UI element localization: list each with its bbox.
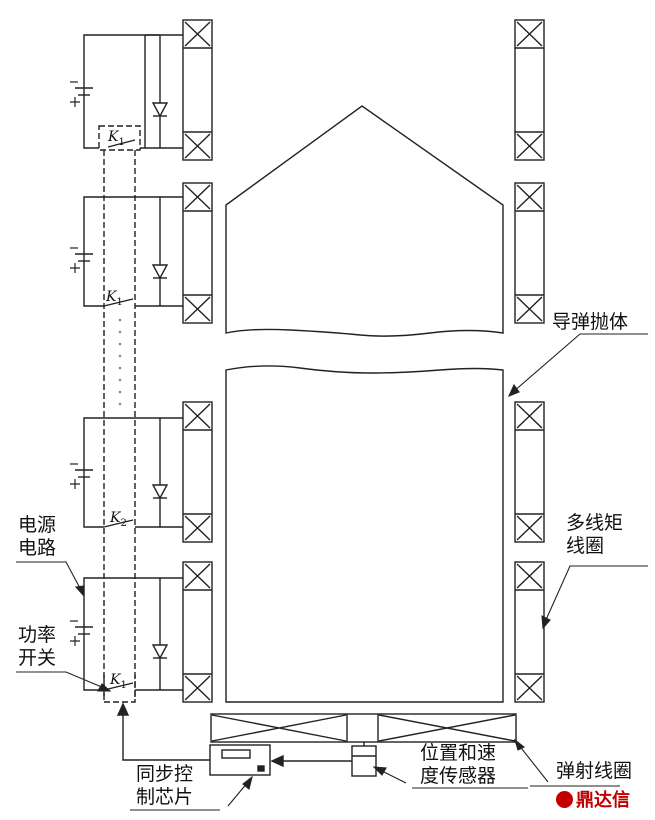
projectile-lower: [225, 365, 504, 703]
label-sync-chip: 同步控 制芯片: [136, 763, 194, 808]
label-power-circuit: 电源 电路: [18, 514, 57, 559]
position-sensor: [351, 742, 377, 777]
coil-right-4: [514, 561, 545, 703]
label-power-switch: 功率 开关: [18, 624, 57, 669]
right-coil-column: [514, 19, 545, 703]
projectile-upper: [225, 105, 504, 337]
coil-left-2: [182, 182, 213, 324]
coil-left-4: [182, 561, 213, 703]
label-sensor: 位置和速 度传感器: [420, 742, 497, 787]
label-projectile: 导弹抛体: [552, 311, 629, 333]
launch-coil-base: [210, 713, 517, 743]
coil-right-1: [514, 19, 545, 161]
coil-right-3: [514, 401, 545, 543]
power-circuit-2: [75, 196, 183, 307]
power-circuit-1: [75, 34, 183, 151]
projectile-body: [225, 105, 504, 703]
label-launch-coil: 弹射线圈: [556, 760, 633, 782]
power-circuit-4: [75, 577, 183, 691]
switch-label: K1: [107, 129, 125, 148]
control-chip: [209, 744, 271, 776]
signal-arrows: [116, 702, 352, 768]
leader-lines: [16, 333, 648, 811]
label-multiline-coil: 多线矩 线圈: [566, 512, 624, 557]
continuation-dots: [118, 318, 122, 406]
coil-left-3: [182, 401, 213, 543]
watermark-logo: 鼎达信: [556, 786, 630, 812]
coil-right-2: [514, 182, 545, 324]
switch-label: K1: [105, 289, 123, 308]
logo-icon: [556, 791, 573, 808]
coil-left-1: [182, 19, 213, 161]
trigger-bus: [103, 150, 136, 703]
left-coil-column: [182, 19, 213, 703]
switch-label: K1: [109, 672, 127, 691]
switch-labels: K1 K1 K2 K1: [105, 129, 127, 691]
polarity-marks: [70, 81, 80, 646]
power-circuit-3: [75, 417, 183, 528]
switch-label: K2: [109, 510, 127, 529]
